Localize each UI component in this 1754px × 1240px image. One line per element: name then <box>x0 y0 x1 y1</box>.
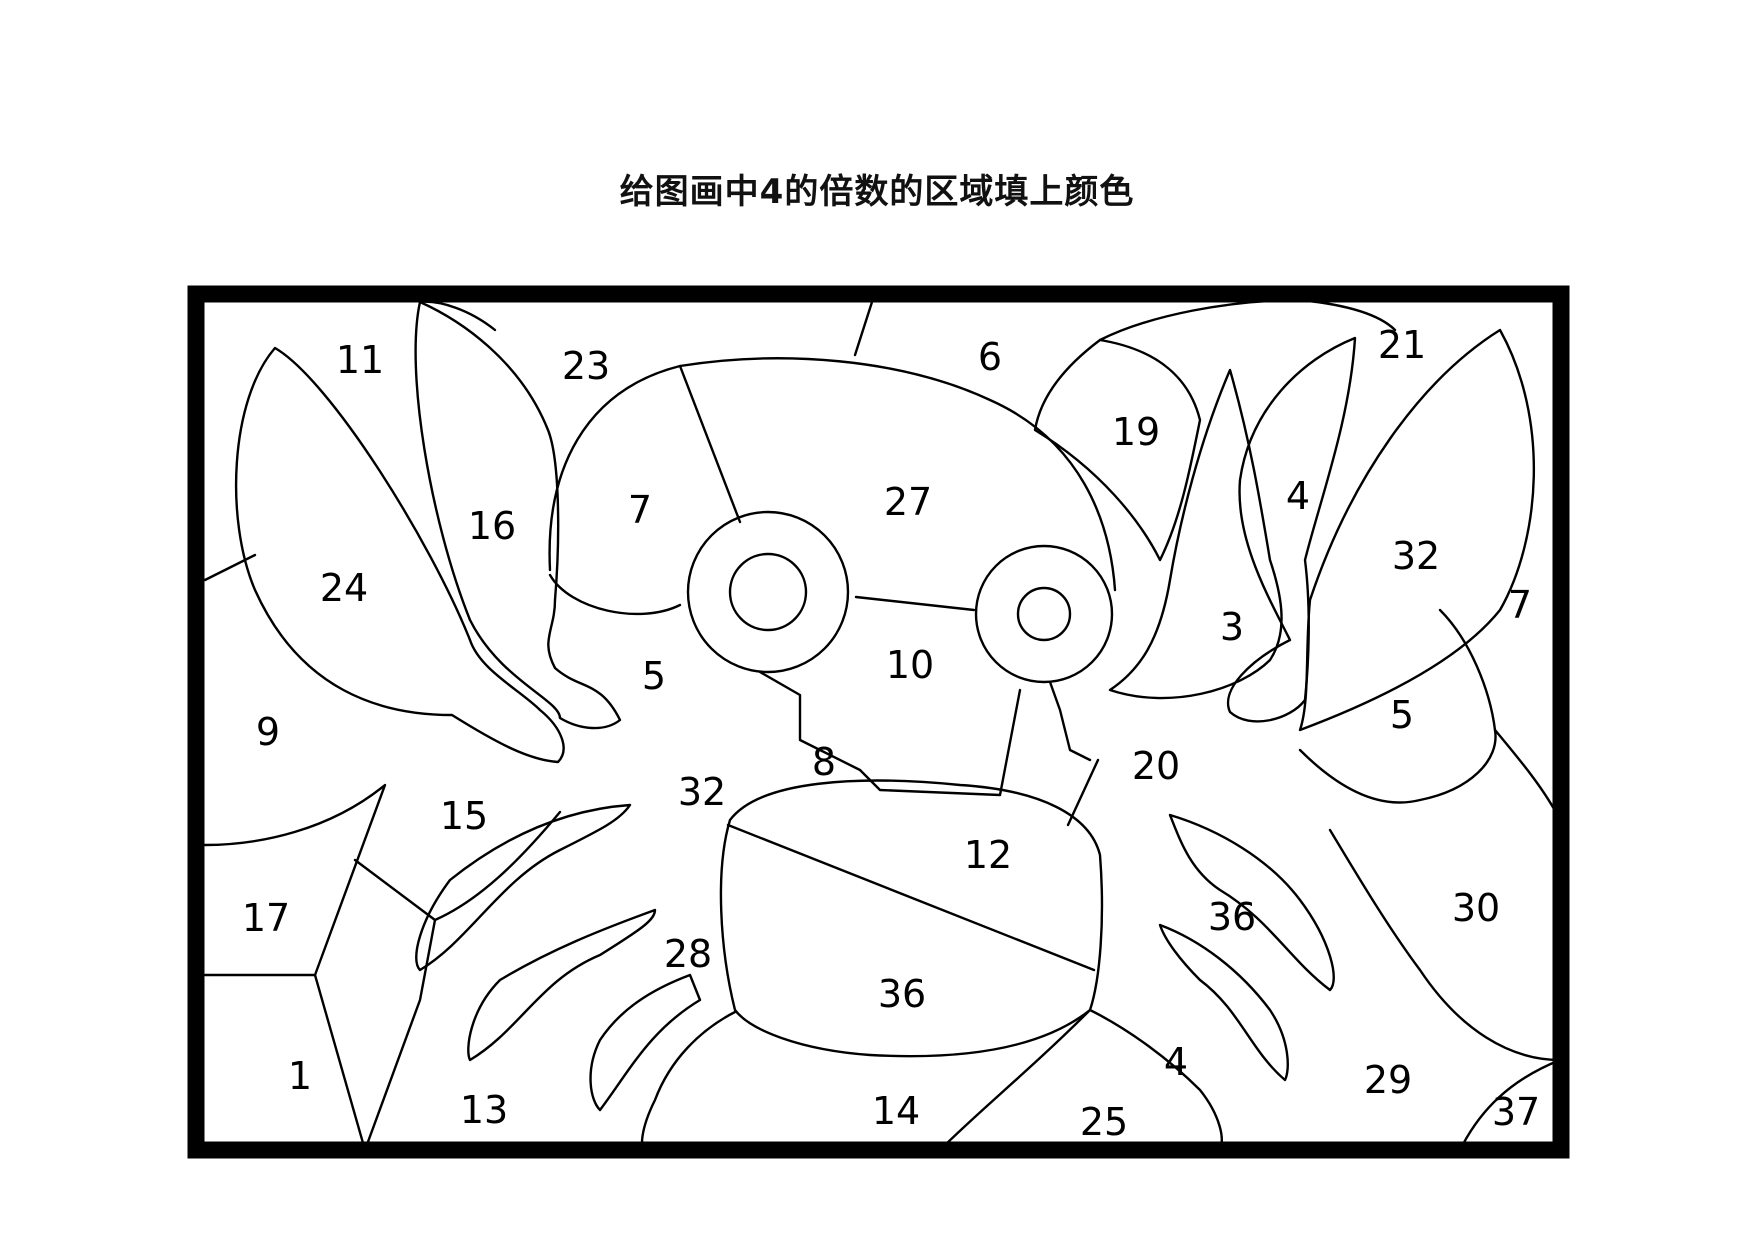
shell-left-curve <box>548 573 682 616</box>
region-3-outline <box>1108 368 1283 700</box>
left-leg-1 <box>415 803 632 972</box>
region-number: 19 <box>1112 410 1160 454</box>
right-leg-1 <box>1168 813 1335 992</box>
region-number: 15 <box>440 794 488 838</box>
region-number: 37 <box>1492 1090 1540 1134</box>
region-number: 6 <box>978 335 1002 379</box>
region-outlines <box>203 298 1562 1152</box>
region-number: 27 <box>884 480 932 524</box>
right-edge-curve <box>1493 728 1562 822</box>
left-pincer-outline <box>414 300 622 730</box>
region-number: 32 <box>1392 534 1440 578</box>
left-eye-stalk <box>758 670 1022 797</box>
right-claw-outline <box>1298 328 1535 732</box>
region-number: 7 <box>1508 583 1532 627</box>
region-number: 1 <box>288 1054 312 1098</box>
region-number: 24 <box>320 566 368 610</box>
region-number: 16 <box>468 504 516 548</box>
region-5-right-outline <box>1298 608 1497 804</box>
region-number: 36 <box>1208 895 1256 939</box>
left-claw-outline <box>234 346 565 764</box>
region-30-outline <box>1328 828 1562 1062</box>
right-eye-stalk <box>1048 680 1092 762</box>
picture-frame <box>187 285 1570 1159</box>
bottom-arc-25 <box>938 1008 1092 1152</box>
right-leg-2 <box>1158 923 1289 1082</box>
region-number: 10 <box>886 643 934 687</box>
top-arc-right <box>1098 298 1397 342</box>
region-17-outline <box>203 783 387 977</box>
region-number: 4 <box>1286 474 1310 518</box>
region-13-outline <box>363 918 437 1152</box>
right-eye-inner <box>1016 586 1072 642</box>
region-number: 4 <box>1164 1040 1188 1084</box>
region-number: 5 <box>1390 693 1414 737</box>
right-leg-3 <box>1088 1008 1223 1150</box>
region-number: 21 <box>1378 323 1426 367</box>
left-leg-3 <box>589 973 702 1112</box>
body-right-line <box>1066 758 1100 827</box>
shell-divider <box>678 364 742 524</box>
region-number: 3 <box>1220 605 1244 649</box>
left-leg-2 <box>467 908 657 1062</box>
region-numbers: 11 23 6 21 19 4 16 7 27 32 24 7 3 10 5 5 9 8 20 32 15 12 17 36 3… <box>242 323 1540 1144</box>
crab-shell-outline <box>548 357 1117 592</box>
region-number: 30 <box>1452 886 1500 930</box>
right-eye-outer <box>974 544 1114 684</box>
region-number: 5 <box>642 654 666 698</box>
region-29-outline <box>1458 1058 1562 1152</box>
top-divider-23 <box>418 300 497 332</box>
region-number: 25 <box>1080 1100 1128 1144</box>
region-1-outline <box>313 973 367 1152</box>
region-number: 9 <box>256 710 280 754</box>
region-number: 20 <box>1132 744 1180 788</box>
region-number: 36 <box>878 972 926 1016</box>
region-number: 17 <box>242 896 290 940</box>
region-number: 8 <box>812 740 836 784</box>
region-15-outline <box>353 810 562 922</box>
region-number: 29 <box>1364 1058 1412 1102</box>
left-leg-4 <box>640 1010 737 1152</box>
region-9-outline <box>203 553 257 582</box>
top-divider-6 <box>853 300 874 357</box>
region-number: 28 <box>664 932 712 976</box>
region-number: 14 <box>872 1089 920 1133</box>
eye-bridge <box>854 595 976 612</box>
page-title: 给图画中4的倍数的区域填上颜色 <box>619 172 1135 212</box>
region-number: 23 <box>562 344 610 388</box>
right-pincer-outline <box>1227 336 1357 723</box>
region-19-outline <box>1033 338 1202 562</box>
region-number: 11 <box>336 338 384 382</box>
region-number: 32 <box>678 770 726 814</box>
body-divider <box>726 823 1096 972</box>
region-number: 12 <box>964 833 1012 877</box>
region-number: 13 <box>460 1088 508 1132</box>
left-eye-inner <box>728 552 808 632</box>
region-number: 7 <box>628 488 652 532</box>
left-eye-outer <box>686 510 850 674</box>
